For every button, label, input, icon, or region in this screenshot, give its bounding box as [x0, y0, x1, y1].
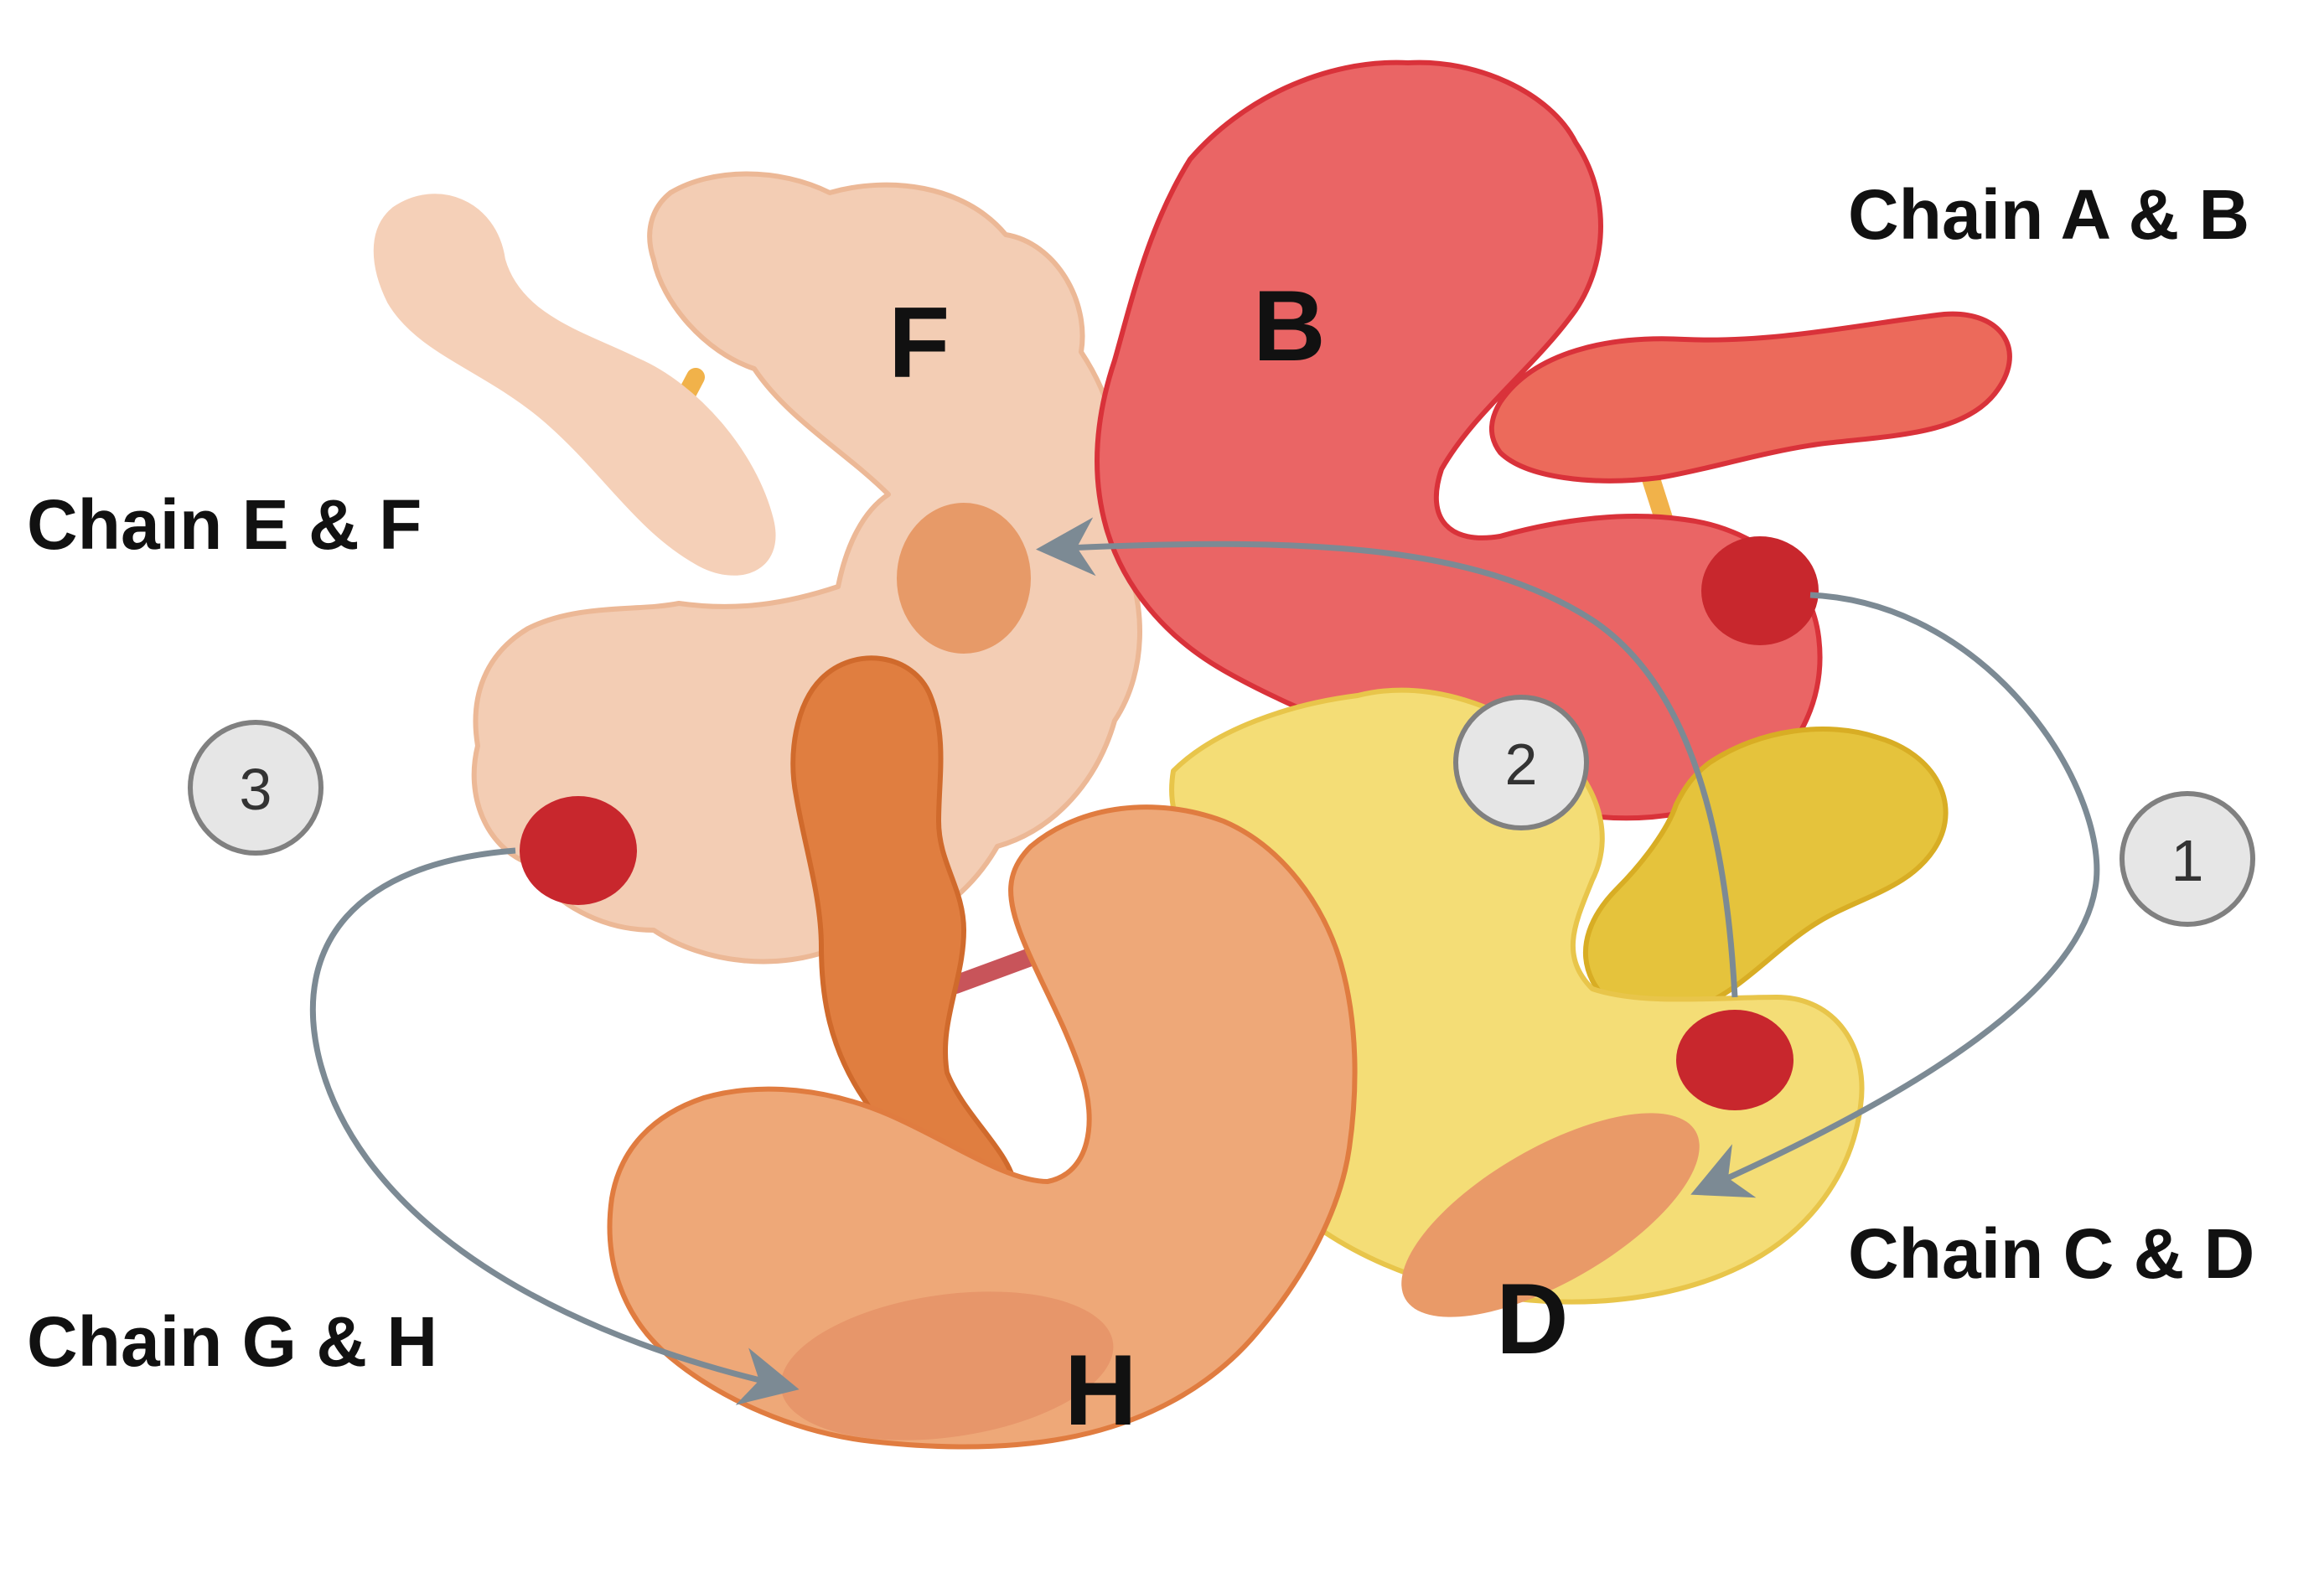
chain-a-blob — [1488, 311, 2012, 484]
binding-site-h — [780, 1291, 1114, 1440]
step-3-badge: 3 — [188, 720, 323, 856]
subunit-b-label: B — [1253, 270, 1326, 382]
arrow-step-2 — [1036, 517, 1738, 998]
active-site-b — [1701, 536, 1819, 645]
chain-c-blob — [1583, 727, 1949, 1016]
arrow-step-1 — [1690, 592, 2100, 1198]
step-1-badge: 1 — [2120, 791, 2255, 927]
linker-g-h — [946, 946, 1044, 994]
chain-gh-label: Chain G & H — [27, 1302, 437, 1381]
chain-e-blob — [373, 194, 776, 576]
subunit-d-label: D — [1496, 1263, 1569, 1375]
active-site-d — [1676, 1010, 1793, 1110]
step-1-number: 1 — [2171, 828, 2204, 893]
chain-ab-label: Chain A & B — [1848, 175, 2249, 254]
subunit-h-label: H — [1064, 1334, 1137, 1446]
step-2-number: 2 — [1505, 732, 1538, 797]
step-2-badge: 2 — [1453, 695, 1589, 830]
chain-f-blob — [471, 171, 1142, 965]
binding-site-d — [1401, 1113, 1700, 1317]
active-site-e — [520, 796, 637, 905]
subunit-f-label: F — [888, 287, 950, 399]
step-3-number: 3 — [240, 757, 272, 822]
chain-cd-label: Chain C & D — [1848, 1214, 2254, 1293]
chain-h-blob — [607, 804, 1358, 1450]
arrow-step-3 — [309, 847, 800, 1405]
chain-ef-label: Chain E & F — [27, 485, 422, 564]
binding-site-f — [897, 503, 1031, 654]
chain-b-blob — [1095, 59, 1823, 821]
